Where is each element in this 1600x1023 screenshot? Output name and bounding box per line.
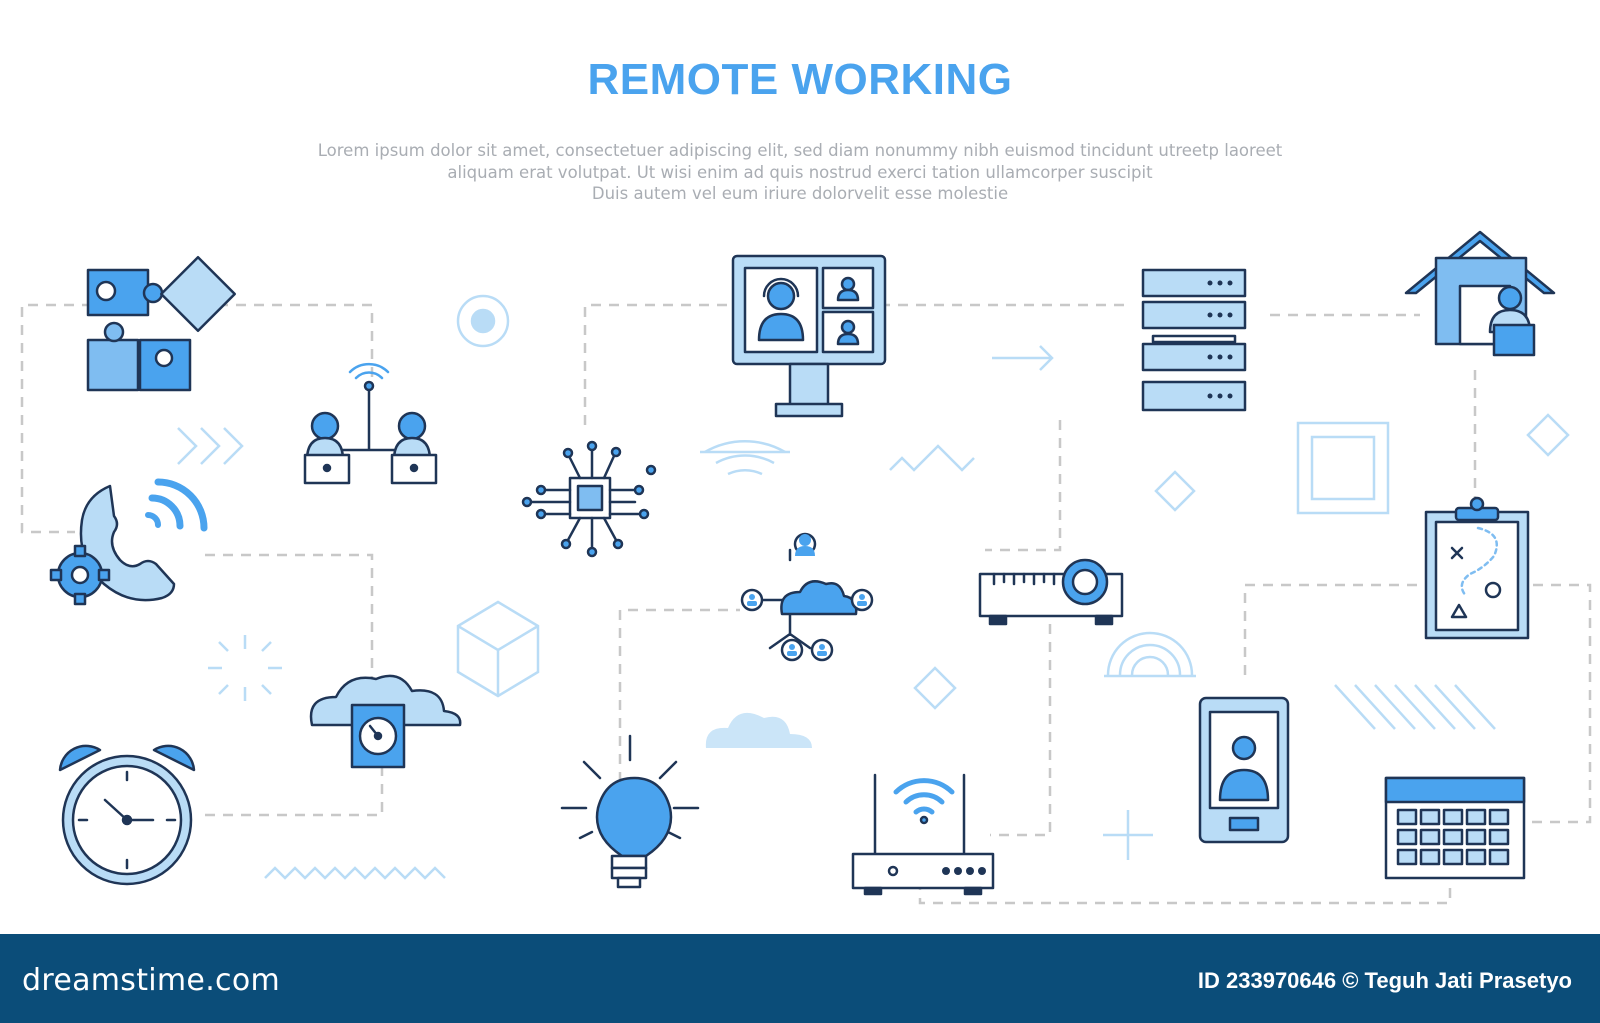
lightbulb-icon: [560, 734, 700, 889]
projector-icon: [978, 558, 1124, 626]
remote-team-wifi-icon: [303, 362, 438, 485]
alarm-clock-icon: [58, 744, 196, 886]
video-conference-icon: [731, 254, 887, 418]
puzzle-icon: [86, 255, 237, 392]
description-line-2: aliquam erat volutpat. Ut wisi enim ad q…: [447, 162, 1153, 182]
calendar-icon: [1384, 776, 1526, 880]
icon-layout: [20, 230, 1592, 905]
decorative-shapes: [177, 294, 1570, 880]
smartphone-profile-icon: [1198, 696, 1290, 844]
server-icon: [1141, 268, 1247, 412]
description-line-3: Duis autem vel eum iriure dolorvelit ess…: [591, 184, 1009, 203]
wifi-router-icon: [851, 773, 995, 896]
cloud-storage-icon: [309, 674, 462, 769]
home-worker-icon: [1404, 230, 1556, 357]
description-line-1: Lorem ipsum dolor sit amet, consectetuer…: [317, 141, 1283, 160]
description: Lorem ipsum dolor sit amet, consectetuer…: [0, 140, 1600, 205]
phone-settings-icon: [49, 478, 208, 606]
clipboard-strategy-icon: [1424, 496, 1530, 640]
footer-bar: dreamstime.com ID 233970646 © Teguh Jati…: [0, 934, 1600, 1023]
image-credit: ID 233970646 © Teguh Jati Prasetyo: [1197, 968, 1572, 993]
page-title: REMOTE WORKING: [587, 55, 1013, 104]
cloud-network-icon: [740, 532, 874, 662]
site-logo: dreamstime.com: [22, 963, 280, 998]
network-chip-icon: [521, 440, 657, 558]
